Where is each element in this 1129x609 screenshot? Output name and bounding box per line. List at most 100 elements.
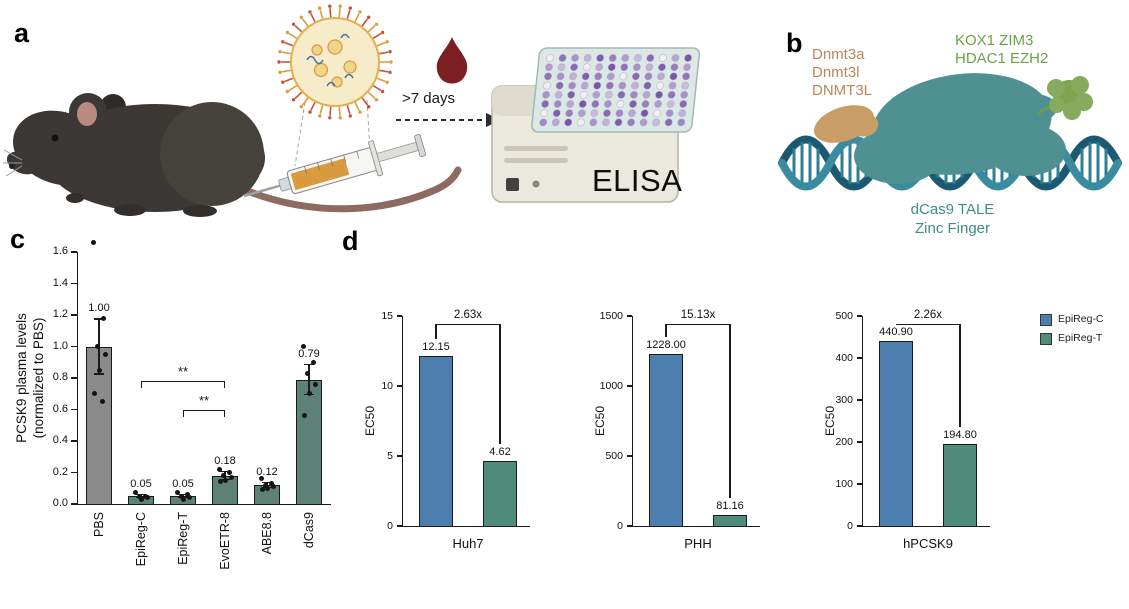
y-tick-mark (857, 441, 862, 443)
plate-well (629, 100, 637, 108)
lnp-spike-tip (380, 89, 385, 94)
plate-well (581, 72, 590, 81)
data-point-dot (178, 493, 184, 499)
lnp-spike-tip (278, 50, 282, 54)
y-tick-mark (71, 314, 77, 316)
error-cap-top (94, 318, 104, 320)
fold-bracket-end (499, 324, 501, 445)
y-axis-line (862, 316, 864, 526)
data-point-dot (217, 479, 223, 485)
data-point-dot (216, 466, 222, 472)
lnp-spike (281, 69, 291, 73)
significance-bracket-end (223, 409, 225, 417)
mouse-paw (66, 193, 84, 203)
bar-EpiReg-T (713, 514, 747, 526)
x-axis-line (862, 526, 990, 528)
bar-value-label: 440.90 (879, 325, 913, 338)
y-tick-label: 1.0 (52, 339, 68, 352)
lnp-spike-tip (299, 105, 303, 109)
data-point-dot (186, 495, 192, 501)
plate-well (657, 72, 665, 81)
plate-well (664, 118, 673, 127)
y-axis-line (77, 252, 79, 504)
plate-well (615, 109, 624, 118)
plate-well (667, 90, 676, 99)
y-tick-label: 1.4 (52, 276, 68, 289)
data-point-dot (184, 492, 190, 498)
fold-bracket-end (729, 324, 731, 498)
y-tick-mark (397, 455, 402, 457)
plate-well (646, 54, 655, 62)
blood-drop-icon (436, 37, 468, 84)
plate-well (616, 100, 625, 108)
mouse-tail (241, 166, 462, 213)
plate-well (589, 118, 598, 127)
panel-b-illustration (778, 73, 1122, 191)
lnp-spike-tip (285, 89, 290, 94)
y-tick-mark (71, 408, 77, 411)
legend-item: EpiReg-T (1040, 331, 1129, 347)
data-point-dot (268, 481, 274, 487)
y-tick-label: 500 (605, 449, 623, 462)
lnp-spike (310, 101, 316, 111)
significance-bracket (183, 409, 225, 411)
data-point-dot (136, 493, 142, 499)
significance-bracket-end (141, 381, 143, 389)
lnp-spike-tip (388, 70, 392, 74)
y-tick-mark (857, 315, 862, 317)
lnp-spike-tip (367, 15, 371, 19)
plate-well (543, 81, 551, 90)
lnp-spike (319, 9, 324, 19)
plate-well (654, 100, 662, 108)
lnp-spike-tip (374, 22, 379, 26)
plate-well (605, 90, 613, 99)
plate-well (669, 72, 678, 81)
plate-well (644, 72, 653, 81)
lnp-spike (338, 8, 341, 18)
plate-well (621, 54, 630, 62)
data-point-dot (258, 476, 264, 482)
bar-value-label: 0.79 (298, 347, 320, 360)
x-tick-label: EpiReg-T (176, 512, 190, 565)
y-tick-mark (71, 377, 77, 379)
lnp-spike-tip (367, 105, 371, 109)
syringe-thumbpad (414, 134, 427, 157)
bar-value-label: 1.00 (88, 302, 110, 315)
elisa-plate-icon (531, 47, 701, 133)
plate-well (670, 63, 679, 72)
plate-well (677, 118, 686, 127)
lnp-spike (376, 41, 386, 47)
plate-well (542, 90, 550, 99)
plate-well (545, 63, 553, 72)
panel-a-label: a (14, 18, 30, 48)
plate-well (680, 90, 689, 99)
fold-bracket-end (959, 324, 961, 428)
y-tick-mark (71, 503, 77, 505)
y-tick-mark (627, 315, 632, 317)
bar-value-label: 0.05 (130, 477, 152, 490)
plate-well (645, 63, 654, 72)
plate-well (608, 54, 617, 62)
plate-well (577, 118, 585, 127)
data-point-dot (228, 474, 234, 480)
plate-well (627, 118, 635, 127)
x-tick-label: ABE8.8 (260, 512, 274, 555)
lnp-spike-tip (328, 4, 332, 8)
data-point-dot (174, 490, 180, 496)
y-tick-label: 1.2 (52, 308, 68, 320)
plate-well (551, 118, 560, 127)
panel-d-label: d (342, 226, 359, 256)
error-cap-top (220, 470, 230, 473)
lnp-spike (284, 77, 294, 83)
y-tick-mark (397, 385, 402, 387)
lnp-spike-tip (328, 116, 332, 120)
data-point-dot (180, 496, 186, 502)
legend-swatch (1040, 314, 1052, 326)
mouse-eye (51, 134, 59, 142)
bar-value-label: 81.16 (716, 499, 744, 512)
plate-well (578, 100, 587, 108)
plate-well (544, 72, 552, 81)
lnp-spike (288, 32, 298, 39)
